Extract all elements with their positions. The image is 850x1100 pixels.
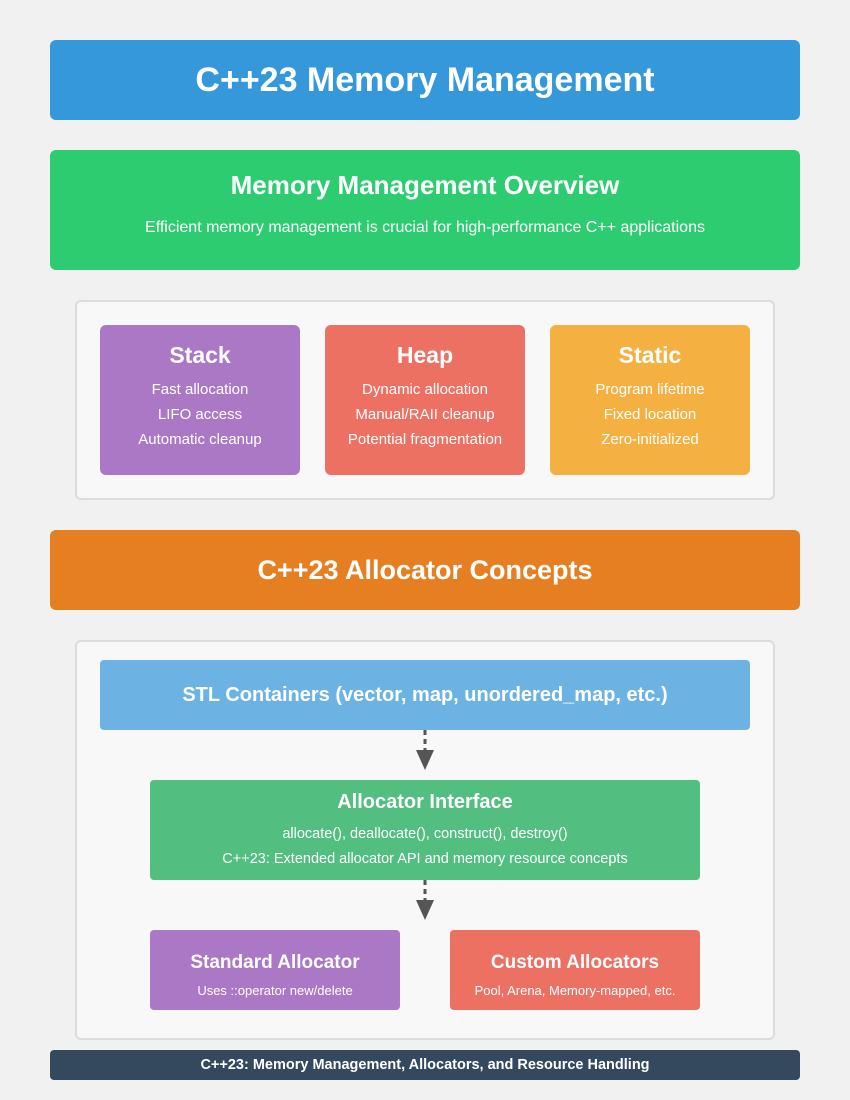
static-line: Program lifetime — [595, 381, 705, 398]
custom-allocators-box: Custom Allocators Pool, Arena, Memory-ma… — [450, 930, 700, 1010]
heap-line: Manual/RAII cleanup — [355, 406, 495, 423]
heap-line: Dynamic allocation — [362, 381, 488, 398]
allocator-concepts-heading: C++23 Allocator Concepts — [257, 555, 593, 585]
stack-title: Stack — [169, 342, 231, 368]
page-title: C++23 Memory Management — [195, 61, 655, 99]
stack-line: Automatic cleanup — [138, 431, 262, 448]
allocator-interface-methods: allocate(), deallocate(), construct(), d… — [282, 826, 568, 842]
static-card: Static Program lifetime Fixed location Z… — [550, 325, 750, 475]
stl-containers-box: STL Containers (vector, map, unordered_m… — [100, 660, 750, 730]
down-arrow-icon — [416, 730, 434, 770]
allocator-concepts-banner: C++23 Allocator Concepts — [50, 530, 800, 610]
heap-title: Heap — [396, 342, 454, 368]
custom-allocators-title: Custom Allocators — [490, 952, 660, 973]
static-line: Zero-initialized — [601, 431, 699, 448]
overview-heading: Memory Management Overview — [230, 170, 620, 200]
heap-card: Heap Dynamic allocation Manual/RAII clea… — [325, 325, 525, 475]
stack-line: LIFO access — [157, 406, 243, 423]
overview-box: Memory Management Overview Efficient mem… — [50, 150, 800, 270]
custom-allocators-subtitle: Pool, Arena, Memory-mapped, etc. — [474, 983, 676, 998]
stack-line: Fast allocation — [151, 381, 249, 398]
footer-text: C++23: Memory Management, Allocators, an… — [200, 1057, 650, 1073]
allocator-interface-title: Allocator Interface — [337, 791, 513, 813]
standard-allocator-box: Standard Allocator Uses ::operator new/d… — [150, 930, 400, 1010]
down-arrow-icon — [416, 880, 434, 920]
overview-text: Efficient memory management is crucial f… — [145, 219, 705, 236]
heap-line: Potential fragmentation — [347, 431, 503, 448]
allocator-interface-box: Allocator Interface allocate(), dealloca… — [150, 780, 700, 880]
static-line: Fixed location — [603, 406, 697, 423]
stack-card: Stack Fast allocation LIFO access Automa… — [100, 325, 300, 475]
standard-allocator-title: Standard Allocator — [190, 952, 360, 973]
allocator-interface-note: C++23: Extended allocator API and memory… — [222, 851, 628, 867]
footer-bar: C++23: Memory Management, Allocators, an… — [50, 1050, 800, 1080]
standard-allocator-subtitle: Uses ::operator new/delete — [197, 983, 353, 998]
static-title: Static — [618, 342, 682, 368]
title-banner: C++23 Memory Management — [50, 40, 800, 120]
stl-containers-label: STL Containers (vector, map, unordered_m… — [182, 684, 668, 706]
